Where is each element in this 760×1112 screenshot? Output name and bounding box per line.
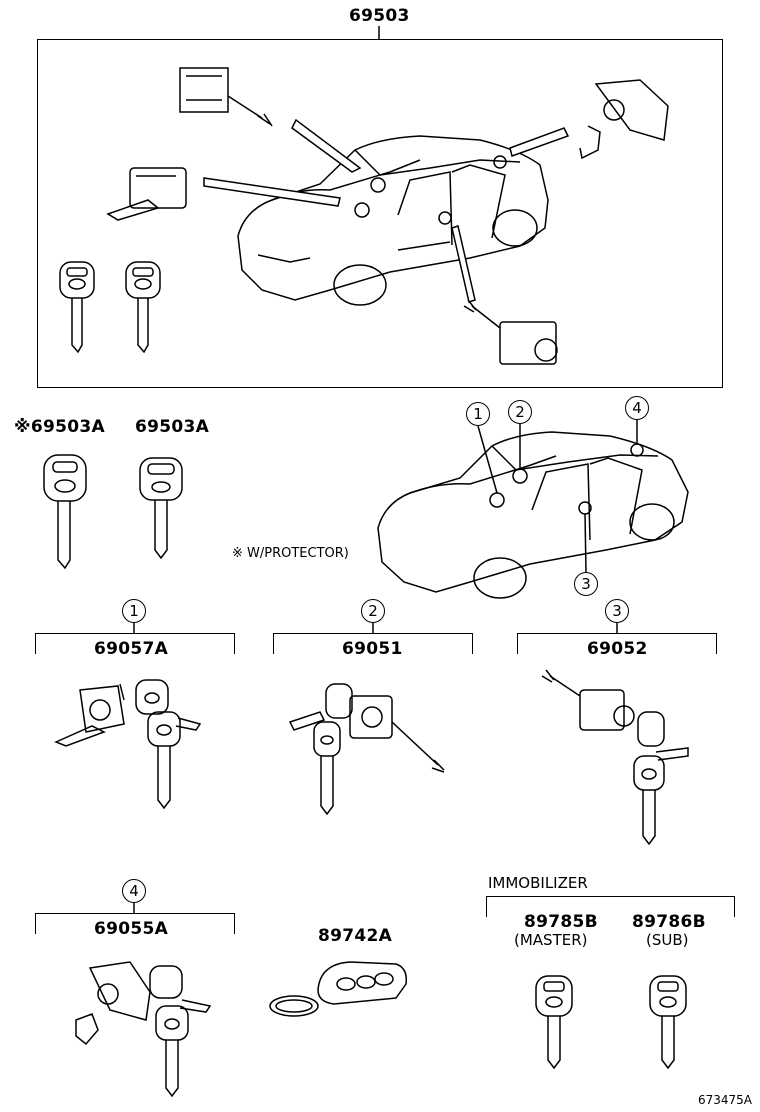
panel-1-part-number: 69057A (94, 639, 169, 659)
panel-3-illustration (541, 669, 689, 846)
top-key-right (125, 261, 161, 354)
immobilizer-title: IMMOBILIZER (488, 874, 588, 892)
top-key-left (59, 261, 95, 354)
car-callout-1: 1 (466, 402, 490, 426)
top-car-illustration (237, 135, 549, 306)
key-set-key-2 (139, 457, 183, 560)
transmitter-part-number: 89742A (318, 926, 393, 946)
car-callout-3: 3 (574, 572, 598, 596)
immobilizer-master-note: (MASTER) (514, 931, 588, 949)
immobilizer-sub-note: (SUB) (646, 931, 689, 949)
immobilizer-bracket (486, 896, 735, 917)
immobilizer-sub-part-number: 89786B (632, 912, 706, 932)
key-set-part-number-2: 69503A (135, 417, 210, 437)
panel-3-callout: 3 (605, 599, 629, 623)
panel-1-callout: 1 (122, 599, 146, 623)
transmitter-illustration (269, 961, 408, 1017)
panel-4-bracket (35, 913, 235, 934)
car-callout-2: 2 (508, 400, 532, 424)
figure-id: 673475A (698, 1093, 753, 1107)
immobilizer-master-key (535, 975, 573, 1070)
key-set-key-1 (43, 454, 87, 570)
panel-3-part-number: 69052 (587, 639, 648, 659)
top-part-number: 69503 (349, 6, 410, 26)
panel-2-bracket (273, 633, 473, 654)
top-door-lock-cylinder (106, 167, 187, 221)
car-callout-4: 4 (625, 396, 649, 420)
top-ignition-lock-cylinder (179, 67, 273, 127)
panel-4-part-number: 69055A (94, 919, 169, 939)
panel-2-part-number: 69051 (342, 639, 403, 659)
immobilizer-master-part-number: 89785B (524, 912, 598, 932)
panel-4-callout: 4 (122, 879, 146, 903)
top-luggage-lock-cylinder (579, 79, 669, 160)
top-group-frame (37, 39, 723, 388)
panel-2-callout: 2 (361, 599, 385, 623)
key-set-label-1: ※69503A (14, 417, 105, 437)
key-set-part-number-1: 69503A (30, 417, 105, 437)
middle-car-illustration (377, 431, 689, 599)
protector-note: ※ W/PROTECTOR) (232, 546, 349, 561)
top-rear-door-lock-cylinder (463, 299, 558, 365)
immobilizer-sub-key (649, 975, 687, 1070)
marked-prefix: ※ (14, 417, 31, 437)
panel-2-illustration (288, 683, 445, 816)
panel-3-bracket (517, 633, 717, 654)
panel-1-illustration (54, 679, 202, 810)
panel-1-bracket (35, 633, 235, 654)
panel-4-illustration (75, 961, 212, 1098)
